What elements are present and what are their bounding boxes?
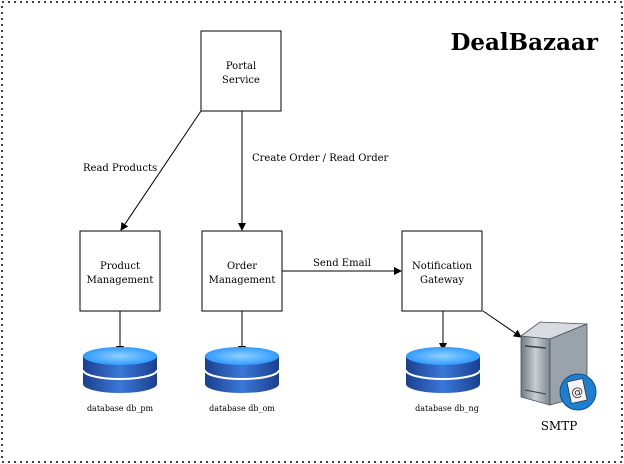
mail-server-icon[interactable]: @ <box>519 321 597 411</box>
edge-read-products-label: Read Products <box>83 163 157 174</box>
edge-read-products <box>120 110 202 231</box>
notification-gateway-label-line2: Gateway <box>420 275 464 286</box>
portal-service-node[interactable]: Portal Service <box>200 30 282 112</box>
database-db-om-icon[interactable] <box>204 347 280 393</box>
edge-notification-smtp <box>482 310 522 338</box>
notification-gateway-node[interactable]: Notification Gateway <box>401 230 483 312</box>
database-db-pm-icon[interactable] <box>82 347 158 393</box>
database-db-om-label: database db_om <box>209 404 275 413</box>
edge-send-email-label: Send Email <box>313 258 371 269</box>
notification-gateway-label-line1: Notification <box>412 261 472 272</box>
database-db-ng-icon[interactable] <box>405 347 481 393</box>
portal-service-label-line1: Portal <box>226 61 256 72</box>
product-management-label-line2: Management <box>87 275 154 286</box>
portal-service-label-line2: Service <box>222 75 260 86</box>
order-management-label-line1: Order <box>227 261 257 272</box>
database-db-ng-label: database db_ng <box>415 404 479 413</box>
smtp-label: SMTP <box>541 419 578 433</box>
order-management-label-line2: Management <box>209 275 276 286</box>
svg-text:@: @ <box>570 384 585 400</box>
order-management-node[interactable]: Order Management <box>201 230 283 312</box>
database-db-pm-label: database db_pm <box>87 404 154 413</box>
product-management-node[interactable]: Product Management <box>79 230 161 312</box>
edge-create-order-label: Create Order / Read Order <box>252 153 389 164</box>
diagram-title: DealBazaar <box>450 29 598 56</box>
product-management-label-line1: Product <box>100 261 140 272</box>
